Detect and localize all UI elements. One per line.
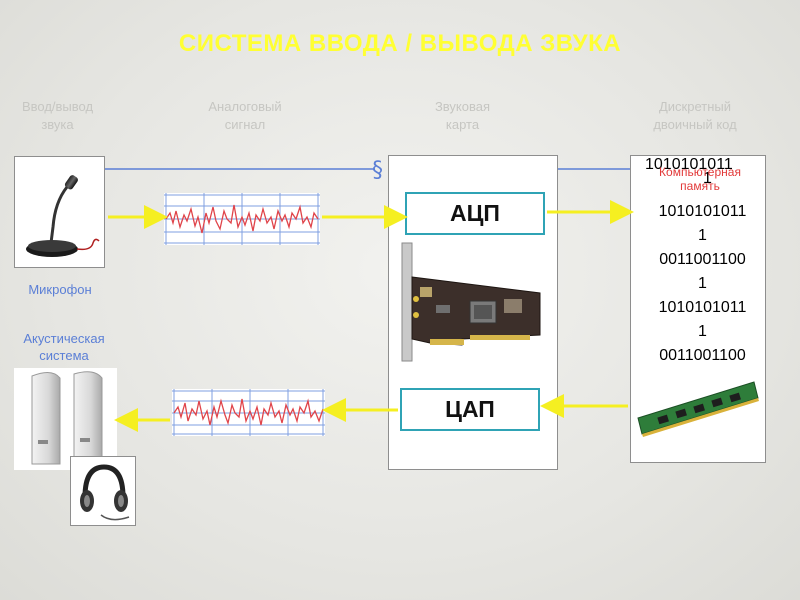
column-label-io: Ввод/вывод звука <box>21 99 94 132</box>
speakers-icon <box>31 371 103 465</box>
memory-label: Компьютерная память <box>659 165 741 193</box>
column-label-card: Звуковая карта <box>434 99 491 132</box>
dac-box: ЦАП <box>400 388 540 431</box>
page-title: СИСТЕМА ВВОДА / ВЫВОДА ЗВУКА <box>178 30 622 57</box>
memory-panel <box>630 155 766 463</box>
analog-wave-output <box>172 389 325 436</box>
adc-box: АЦП <box>405 192 545 235</box>
headphones-image <box>70 456 136 526</box>
binary-top-row: 1010101011 <box>645 156 733 173</box>
ram-module-image <box>636 376 761 444</box>
binary-code-line: 1 <box>698 275 707 292</box>
binary-code-line: 0011001100 <box>659 347 746 364</box>
speakers-label: Акустическая система <box>23 331 105 363</box>
analog-signal-output <box>172 389 325 436</box>
headphones-icon <box>80 464 130 521</box>
binary-code-line: 0011001100 <box>659 251 746 268</box>
analog-signal-input <box>164 193 320 245</box>
binary-code-line: 1010101011 <box>658 299 747 316</box>
binary-top-row-cont: 1 <box>703 170 712 187</box>
binary-code-list: 1010101011 1 0011001100 1 1010101011 1 0011001… <box>645 200 760 368</box>
binary-code-line: 1 <box>698 227 707 244</box>
analog-wave-input <box>164 193 320 245</box>
column-label-discrete: Дискретный двоичный код <box>653 99 737 132</box>
sound-card-icon <box>401 242 541 362</box>
sound-card-image <box>400 242 545 363</box>
microphone-image <box>14 156 105 268</box>
binary-code-line: 1 <box>698 323 707 340</box>
microphone-icon <box>26 175 100 257</box>
column-label-analog: Аналоговый сигнал <box>208 99 282 132</box>
ram-module-icon <box>637 381 759 437</box>
binary-code-line: 1010101011 <box>658 203 747 220</box>
speakers-image <box>14 368 117 470</box>
wire-curl-icon: § <box>372 158 383 183</box>
microphone-label: Микрофон <box>28 282 92 297</box>
